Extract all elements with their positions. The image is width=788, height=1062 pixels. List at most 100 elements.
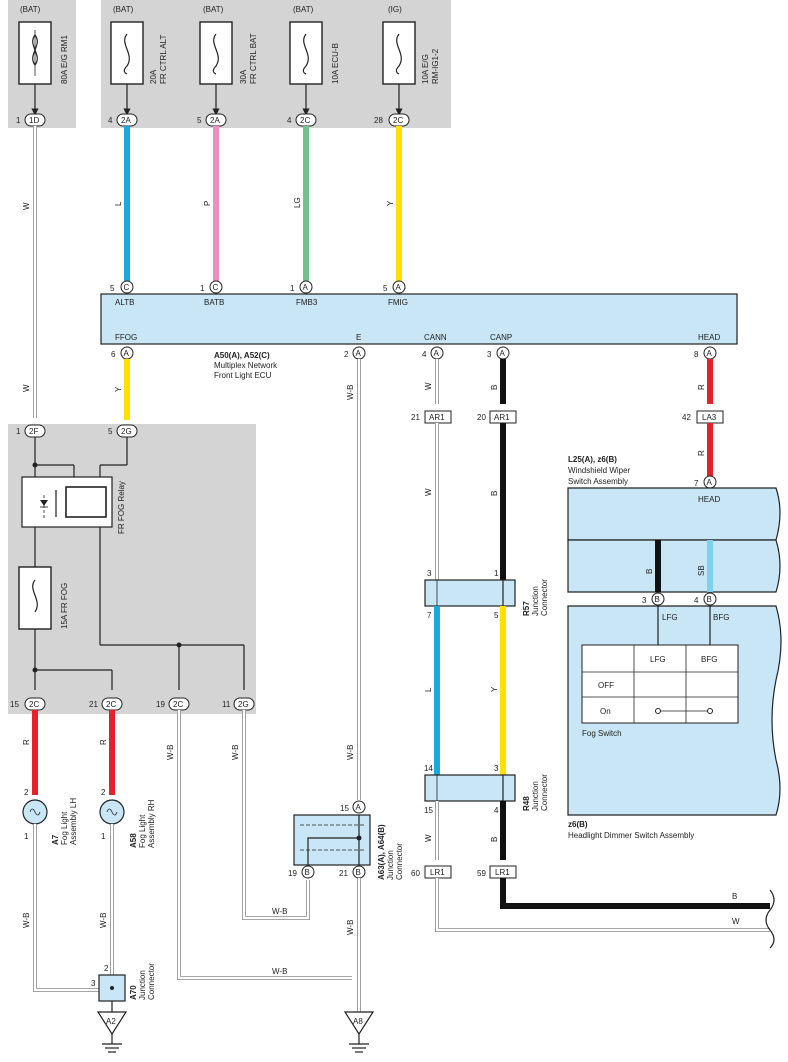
fuse-10a-eg-icon [382, 21, 416, 85]
a7-name2: Assembly LH [69, 798, 78, 845]
svg-text:19: 19 [156, 700, 165, 709]
fuse3-source: (BAT) [203, 5, 224, 14]
svg-text:FMIG: FMIG [388, 298, 408, 307]
fog-light-rh-icon [99, 799, 125, 825]
fuse2-name2: FR CTRL ALT [159, 35, 168, 84]
ground-a2-label: A2 [106, 1017, 116, 1026]
ground-a8-label: A8 [353, 1017, 363, 1026]
wire-label-w: W [22, 202, 31, 210]
wire-label-w-ffog: W [22, 384, 31, 392]
r48-pin-br: 4 [494, 806, 499, 815]
svg-text:FMB3: FMB3 [296, 298, 318, 307]
svg-text:A: A [434, 349, 440, 358]
relay-box-pin-11: 11 2G [222, 697, 255, 711]
r48-name1: Junction [531, 781, 540, 811]
wire-label-y-ffog: Y [114, 386, 123, 392]
ecu-pin-fmig: 5 A FMIG [383, 280, 408, 307]
svg-text:2: 2 [344, 350, 349, 359]
dimmer-bfg-label: BFG [713, 613, 729, 622]
ecu-pin-batb: 1 C BATB [200, 280, 224, 307]
ecu-desc2: Front Light ECU [214, 371, 272, 380]
a63-name1: Junction [386, 850, 395, 880]
r57-name1: Junction [531, 586, 540, 616]
wiper-name2: Switch Assembly [568, 477, 628, 486]
ecu-desc1: Multiplex Network [214, 361, 278, 370]
relay-box-pin-2f: 1 2F [16, 424, 46, 438]
svg-text:7: 7 [694, 479, 699, 488]
a70-pin-left: 3 [91, 979, 96, 988]
fuse2-name1: 20A [149, 69, 158, 84]
r57-pin-br: 5 [494, 611, 499, 620]
fuse3-connector: 5 2A [197, 113, 227, 127]
wire-label-y: Y [386, 200, 395, 206]
a7-pin-bot: 1 [24, 832, 29, 841]
r57-name2: Connector [540, 579, 549, 616]
wire-label-wb-bot: W-B [272, 967, 287, 976]
ecu-body [100, 293, 738, 345]
a70-name1: Junction [138, 970, 147, 1000]
fuse-10a-ecub-icon [289, 21, 323, 85]
wiper-switch-body [567, 487, 781, 541]
svg-text:CANN: CANN [424, 333, 447, 342]
inline-ar1-canp: 20 AR1 [477, 410, 517, 424]
inline-la3: 42 LA3 [682, 410, 724, 424]
fog-light-lh-icon [22, 799, 48, 825]
wire-break-icon [765, 889, 775, 949]
fuse-20a-icon [110, 21, 144, 85]
inline-lr1-w: 60 LR1 [411, 865, 452, 879]
fuse2-connector: 4 2A [108, 113, 138, 127]
svg-text:1: 1 [290, 284, 295, 293]
wiper-pin-head: 7 A [694, 475, 717, 489]
a58-pin-bot: 1 [101, 832, 106, 841]
svg-text:C: C [213, 283, 219, 292]
svg-text:15: 15 [340, 804, 349, 813]
wire-label-b-canp: B [490, 385, 499, 390]
svg-text:A: A [303, 283, 309, 292]
dimmer-pin-4: 4 B [694, 592, 717, 606]
svg-text:A: A [396, 283, 402, 292]
r48-ref: R48 [522, 796, 531, 811]
a7-name1: Fog Light [60, 811, 69, 845]
svg-text:2C: 2C [106, 700, 116, 709]
a70-ref: A70 [129, 985, 138, 1000]
wire-label-y-r57: Y [490, 686, 499, 692]
svg-text:5: 5 [110, 284, 115, 293]
wire-label-wb-19: W-B [166, 745, 175, 760]
wire-label-wb-e2: W-B [346, 745, 355, 760]
wiper-name1: Windshield Wiper [568, 466, 631, 475]
ground-a8-icon [343, 1011, 375, 1053]
fog-switch-col-lfg: LFG [650, 655, 666, 664]
dimmer-name: Headlight Dimmer Switch Assembly [568, 831, 694, 840]
svg-text:4: 4 [422, 350, 427, 359]
wire-label-wb-e: W-B [346, 385, 355, 400]
svg-text:28: 28 [374, 116, 383, 125]
a58-pin-top: 2 [101, 788, 106, 797]
svg-text:2C: 2C [300, 116, 310, 125]
svg-text:A: A [707, 478, 713, 487]
svg-text:BATB: BATB [204, 298, 224, 307]
svg-text:ALTB: ALTB [115, 298, 134, 307]
a63-junction [293, 814, 371, 866]
svg-text:3: 3 [642, 596, 647, 605]
svg-text:B: B [356, 868, 361, 877]
svg-text:59: 59 [477, 869, 486, 878]
wire-label-wb-a7: W-B [22, 913, 31, 928]
svg-text:LA3: LA3 [702, 413, 717, 422]
svg-text:60: 60 [411, 869, 420, 878]
fuse1-source: (BAT) [20, 5, 41, 14]
svg-text:21: 21 [411, 413, 420, 422]
r48-junction [424, 774, 516, 802]
svg-text:LR1: LR1 [430, 868, 445, 877]
fuse3-name2: FR CTRL BAT [249, 33, 258, 84]
svg-text:2F: 2F [29, 427, 38, 436]
r57-pin-tr: 1 [494, 569, 499, 578]
svg-text:1: 1 [16, 427, 21, 436]
a63-pin-top: 15 A [340, 800, 366, 814]
svg-text:2C: 2C [173, 700, 183, 709]
ecu-pin-ffog: FFOG 6 A [111, 333, 137, 360]
fuse-15a-label: 15A FR FOG [60, 583, 69, 629]
svg-text:15: 15 [10, 700, 19, 709]
a63-ref: A63(A), A64(B) [377, 824, 386, 880]
wire-label-r-head2: R [697, 450, 706, 456]
wire-label-wb-a63: W-B [346, 920, 355, 935]
